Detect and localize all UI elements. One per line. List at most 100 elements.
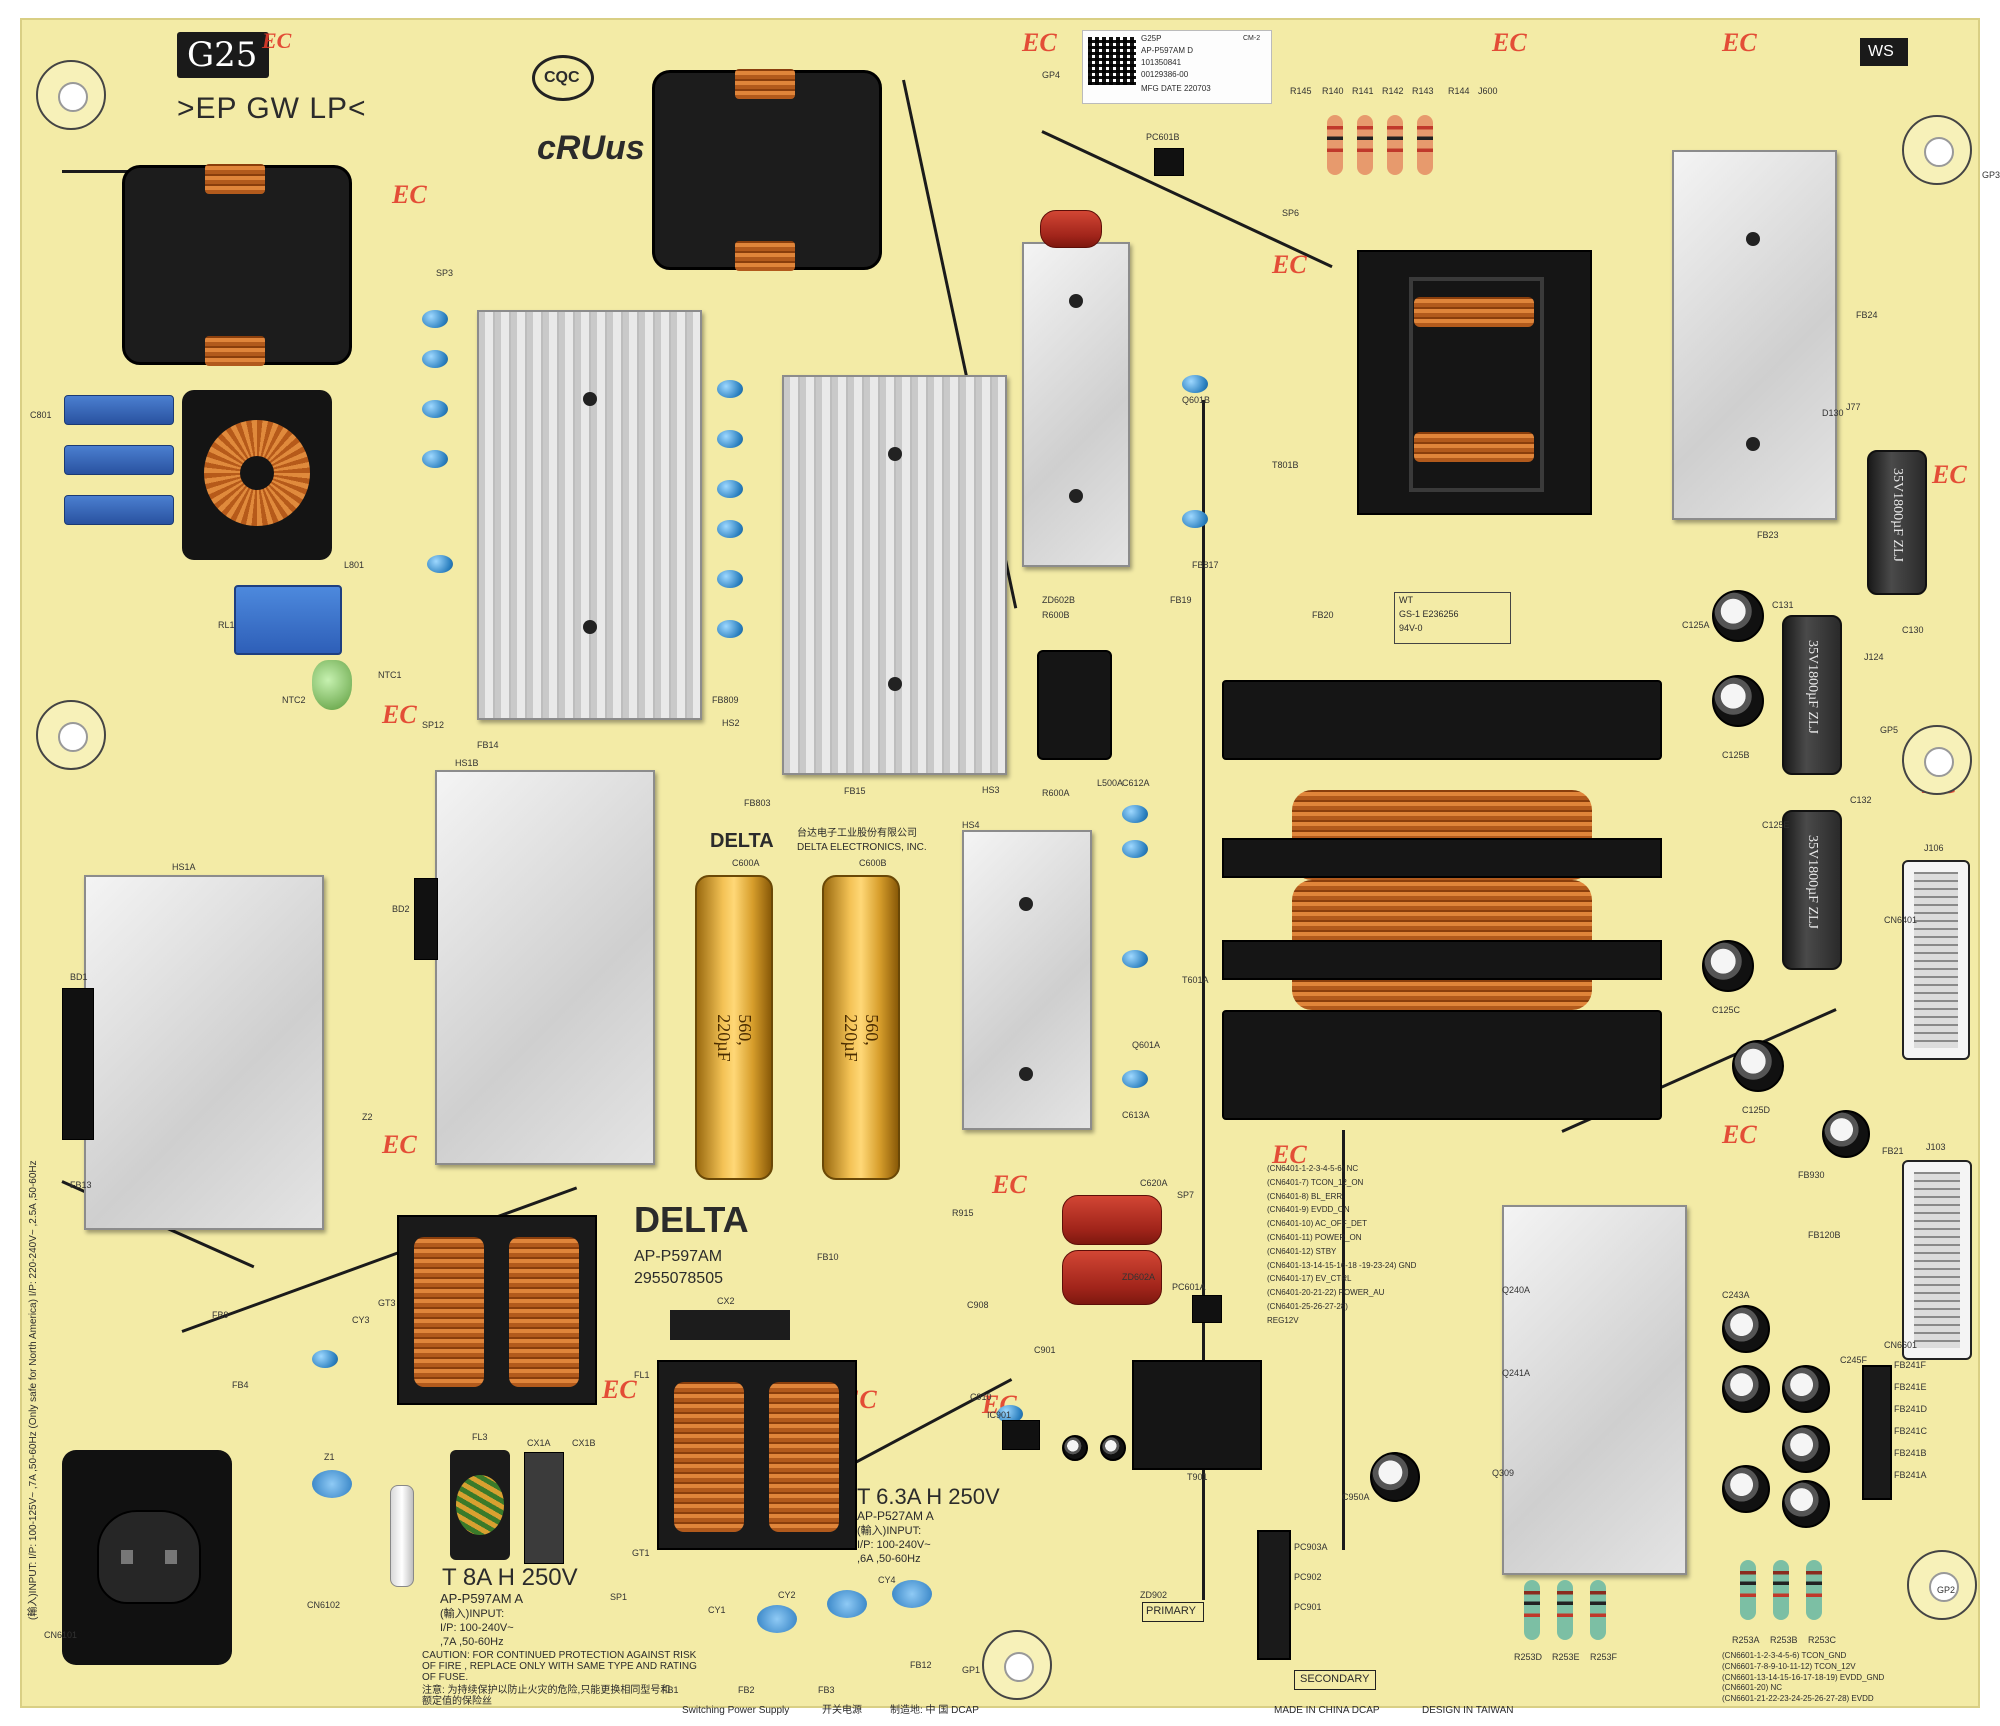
optocoupler-pc601a <box>1192 1295 1222 1323</box>
output-cap-label: 35V1800µF ZLJ <box>1890 468 1905 563</box>
y-capacitor-cy3 <box>312 1470 352 1498</box>
small-electrolytic <box>1822 1110 1870 1158</box>
choke-winding <box>674 1382 744 1532</box>
ref-r142: R142 <box>1382 86 1404 96</box>
toroid-core <box>240 456 274 490</box>
transformer-bobbin <box>1409 277 1544 492</box>
ref-r141: R141 <box>1352 86 1374 96</box>
heatsink-screw-hole <box>1746 437 1760 451</box>
heatsink-hs1b <box>435 770 655 1165</box>
qr-code-icon <box>1088 37 1136 85</box>
x-capacitor <box>64 445 174 475</box>
ref-r253d: R253D <box>1514 1652 1543 1662</box>
ref-r253c: R253C <box>1808 1635 1837 1645</box>
output-cap-label: 35V1800µF ZLJ <box>1805 640 1820 735</box>
ref-gp2: GP2 <box>1937 1585 1956 1595</box>
y-capacitor-cy5 <box>827 1590 867 1618</box>
ceramic-capacitor <box>717 380 743 398</box>
inductor-l500a <box>1037 650 1112 760</box>
ref-c125d: C125D <box>1742 1105 1771 1115</box>
small-electrolytic <box>1712 590 1764 642</box>
choke-winding <box>205 336 265 366</box>
ac-inlet[interactable] <box>62 1450 232 1665</box>
pinout-line: (CN6601-7-8-9-10-11-12) TCON_12V <box>1722 1661 1856 1671</box>
ntc-thermistor <box>312 660 352 710</box>
ceramic-capacitor <box>1122 840 1148 858</box>
ref-sp7: SP7 <box>1177 1190 1195 1200</box>
ref-fb21: FB21 <box>1882 1146 1904 1156</box>
output-capacitor: 35V1800µF ZLJ <box>1782 810 1842 970</box>
ref-hs4: HS4 <box>962 820 980 830</box>
output-connector-cn6401[interactable] <box>1902 860 1970 1060</box>
fuse-rating-secondary: T 6.3A H 250V <box>857 1484 1000 1509</box>
ref-r253a: R253A <box>1732 1635 1760 1645</box>
ref-d130: D130 <box>1822 408 1844 418</box>
ferrite-bead-array <box>1862 1365 1892 1500</box>
ceramic-capacitor <box>427 555 453 573</box>
resistor-r253c <box>1806 1560 1822 1620</box>
pinout-line: (CN6601-1-2-3-4-5-6) TCON_GND <box>1722 1651 1847 1660</box>
sticker-line1: G25P <box>1141 34 1162 43</box>
x-capacitor <box>64 395 174 425</box>
ref-fl1: FL1 <box>634 1370 650 1380</box>
connector-pins <box>1914 1172 1960 1348</box>
pcb-mark-line1: WT <box>1399 595 1413 605</box>
heatsink-hs1a <box>84 875 324 1230</box>
ref-ntc2: NTC2 <box>282 695 306 705</box>
ref-sp6: SP6 <box>1282 208 1300 218</box>
ref-pc903a: PC903A <box>1294 1542 1328 1552</box>
heatsink-screw-hole <box>583 620 597 634</box>
pwm-controller-ic <box>1002 1420 1040 1450</box>
ref-c600a: C600A <box>732 858 760 868</box>
ref-cy3: CY3 <box>352 1315 370 1325</box>
ws-mark-box: WS <box>1860 38 1908 66</box>
resistor-r141 <box>1357 115 1373 175</box>
ref-t901: T901 <box>1187 1472 1208 1482</box>
ceramic-capacitor <box>312 1350 338 1368</box>
bulk-cap-label: 560, 220µF <box>841 1014 882 1062</box>
ref-r253b: R253B <box>1770 1635 1798 1645</box>
ceramic-capacitor <box>717 570 743 588</box>
ref-r600a: R600A <box>1042 788 1070 798</box>
output-cap-label: 35V1800µF ZLJ <box>1805 835 1820 930</box>
y-capacitor-cy4 <box>892 1580 932 1608</box>
connector-pins <box>1914 872 1958 1048</box>
ref-pc902: PC902 <box>1294 1572 1322 1582</box>
ref-fb241f: FB241F <box>1894 1360 1927 1370</box>
ref-cy2: CY2 <box>778 1590 796 1600</box>
choke-winding <box>769 1382 839 1532</box>
output-connector-cn6601[interactable] <box>1902 1160 1972 1360</box>
ceramic-capacitor <box>422 310 448 328</box>
ec-mark: EC <box>1932 460 1967 489</box>
standby-transformer-t901 <box>1132 1360 1262 1470</box>
ref-zd602a: ZD602A <box>1122 1272 1156 1282</box>
ref-gp4: GP4 <box>1042 70 1061 80</box>
pcb-mark-line3: 94V-0 <box>1399 623 1423 633</box>
ref-fb20: FB20 <box>1312 610 1334 620</box>
bottom-switching-power-supply-cn: 开关电源 <box>822 1705 862 1716</box>
film-capacitor <box>1040 210 1102 248</box>
ref-r915: R915 <box>952 1208 974 1218</box>
ref-gp1: GP1 <box>962 1665 981 1675</box>
ec-mark: EC <box>382 700 417 729</box>
small-electrolytic <box>1722 1365 1770 1413</box>
small-electrolytic <box>1712 675 1764 727</box>
pinout-line: (CN6601-13-14-15-16-17-18-19) EVDD_GND <box>1722 1672 1885 1682</box>
pinout-line: (CN6401-7) TCON_12_ON <box>1267 1177 1364 1187</box>
ref-r253f: R253F <box>1590 1652 1618 1662</box>
ceramic-capacitor <box>717 430 743 448</box>
ref-fb14: FB14 <box>477 740 499 750</box>
ref-fb15: FB15 <box>844 786 866 796</box>
ref-fb10: FB10 <box>817 1252 839 1262</box>
ccc-text: CQC <box>544 69 580 86</box>
bottom-made-in-china: MADE IN CHINA DCAP <box>1274 1705 1380 1716</box>
heatsink <box>1502 1205 1687 1575</box>
pinout-line: (CN6401-10) AC_OFF_DET <box>1267 1219 1368 1229</box>
ref-sp12: SP12 <box>422 720 445 730</box>
ref-fb930: FB930 <box>1798 1170 1825 1180</box>
emi-filter-choke-fl2 <box>397 1215 597 1405</box>
secondary-label: SECONDARY <box>1300 1673 1370 1685</box>
sticker-line4: 00129386-00 <box>1141 70 1189 79</box>
choke-winding <box>509 1237 579 1387</box>
ref-c950a: C950A <box>1342 1492 1370 1502</box>
